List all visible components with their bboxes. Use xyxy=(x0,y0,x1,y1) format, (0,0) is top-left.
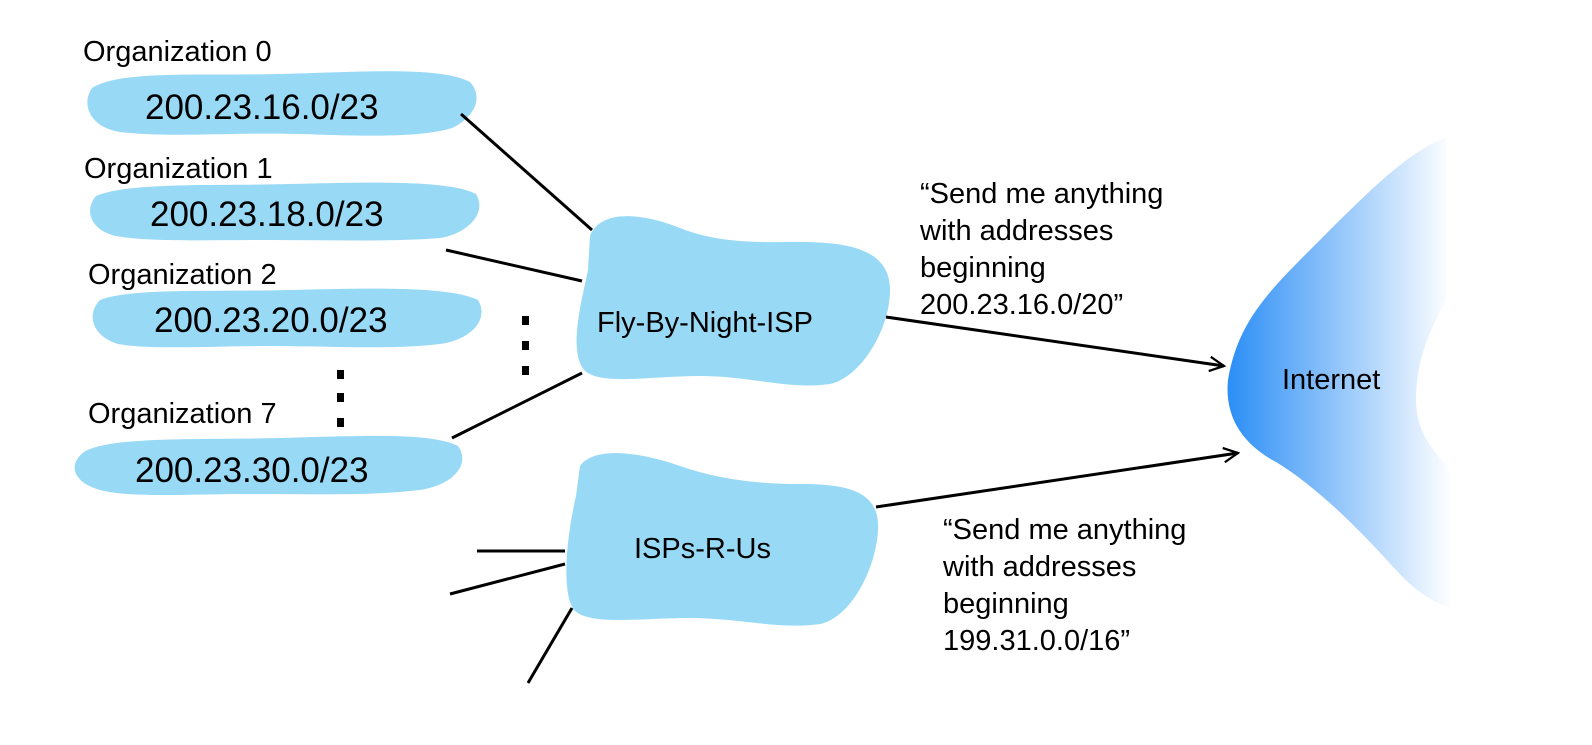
advertisement-line: beginning xyxy=(920,252,1046,285)
internet-label: Internet xyxy=(1282,364,1381,396)
org-0-name: Organization 0 xyxy=(83,36,272,68)
link-isps-r-us-stub-3 xyxy=(526,607,574,684)
isps-r-us-cloud xyxy=(566,453,879,626)
org-7-prefix: 200.23.30.0/23 xyxy=(135,451,369,490)
link-org7-isp xyxy=(451,371,583,440)
link-org0-isp xyxy=(460,112,593,232)
link-org1-isp xyxy=(445,248,583,283)
org-0-blob xyxy=(87,71,477,136)
internet-cloud xyxy=(1227,138,1452,608)
advertisement-line: 199.31.0.0/16” xyxy=(943,625,1131,658)
advertisement-line: 200.23.16.0/20” xyxy=(920,289,1124,322)
org-1-prefix: 200.23.18.0/23 xyxy=(150,195,384,234)
advertisement-line: “Send me anything xyxy=(920,178,1164,210)
advertisement-line: beginning xyxy=(943,588,1069,621)
org-1-blob xyxy=(90,182,480,241)
link-isps-r-us-stub-2 xyxy=(449,562,566,596)
org-2-prefix: 200.23.20.0/23 xyxy=(154,301,388,340)
advertisement-line: with addresses xyxy=(943,551,1137,584)
org-7-name: Organization 7 xyxy=(88,398,277,430)
advertisement-isps-r-us: “Send me anything with addresses beginni… xyxy=(943,512,1186,660)
org-2-blob xyxy=(92,288,482,348)
org-0-prefix: 200.23.16.0/23 xyxy=(145,88,379,127)
org-1-name: Organization 1 xyxy=(84,153,273,185)
advertisement-line: with addresses xyxy=(920,215,1114,248)
org-2-name: Organization 2 xyxy=(88,259,277,291)
fly-by-night-isp-cloud xyxy=(576,216,890,386)
arrow-isps-r-us-to-internet xyxy=(875,453,1238,509)
org-7-blob xyxy=(74,435,463,495)
arrow-fly-by-night-to-internet xyxy=(885,315,1224,366)
advertisement-line: “Send me anything xyxy=(943,514,1187,546)
isps-r-us-label: ISPs-R-Us xyxy=(634,533,771,565)
advertisement-fly-by-night: “Send me anything with addresses beginni… xyxy=(920,176,1163,324)
fly-by-night-isp-label: Fly-By-Night-ISP xyxy=(597,307,813,339)
